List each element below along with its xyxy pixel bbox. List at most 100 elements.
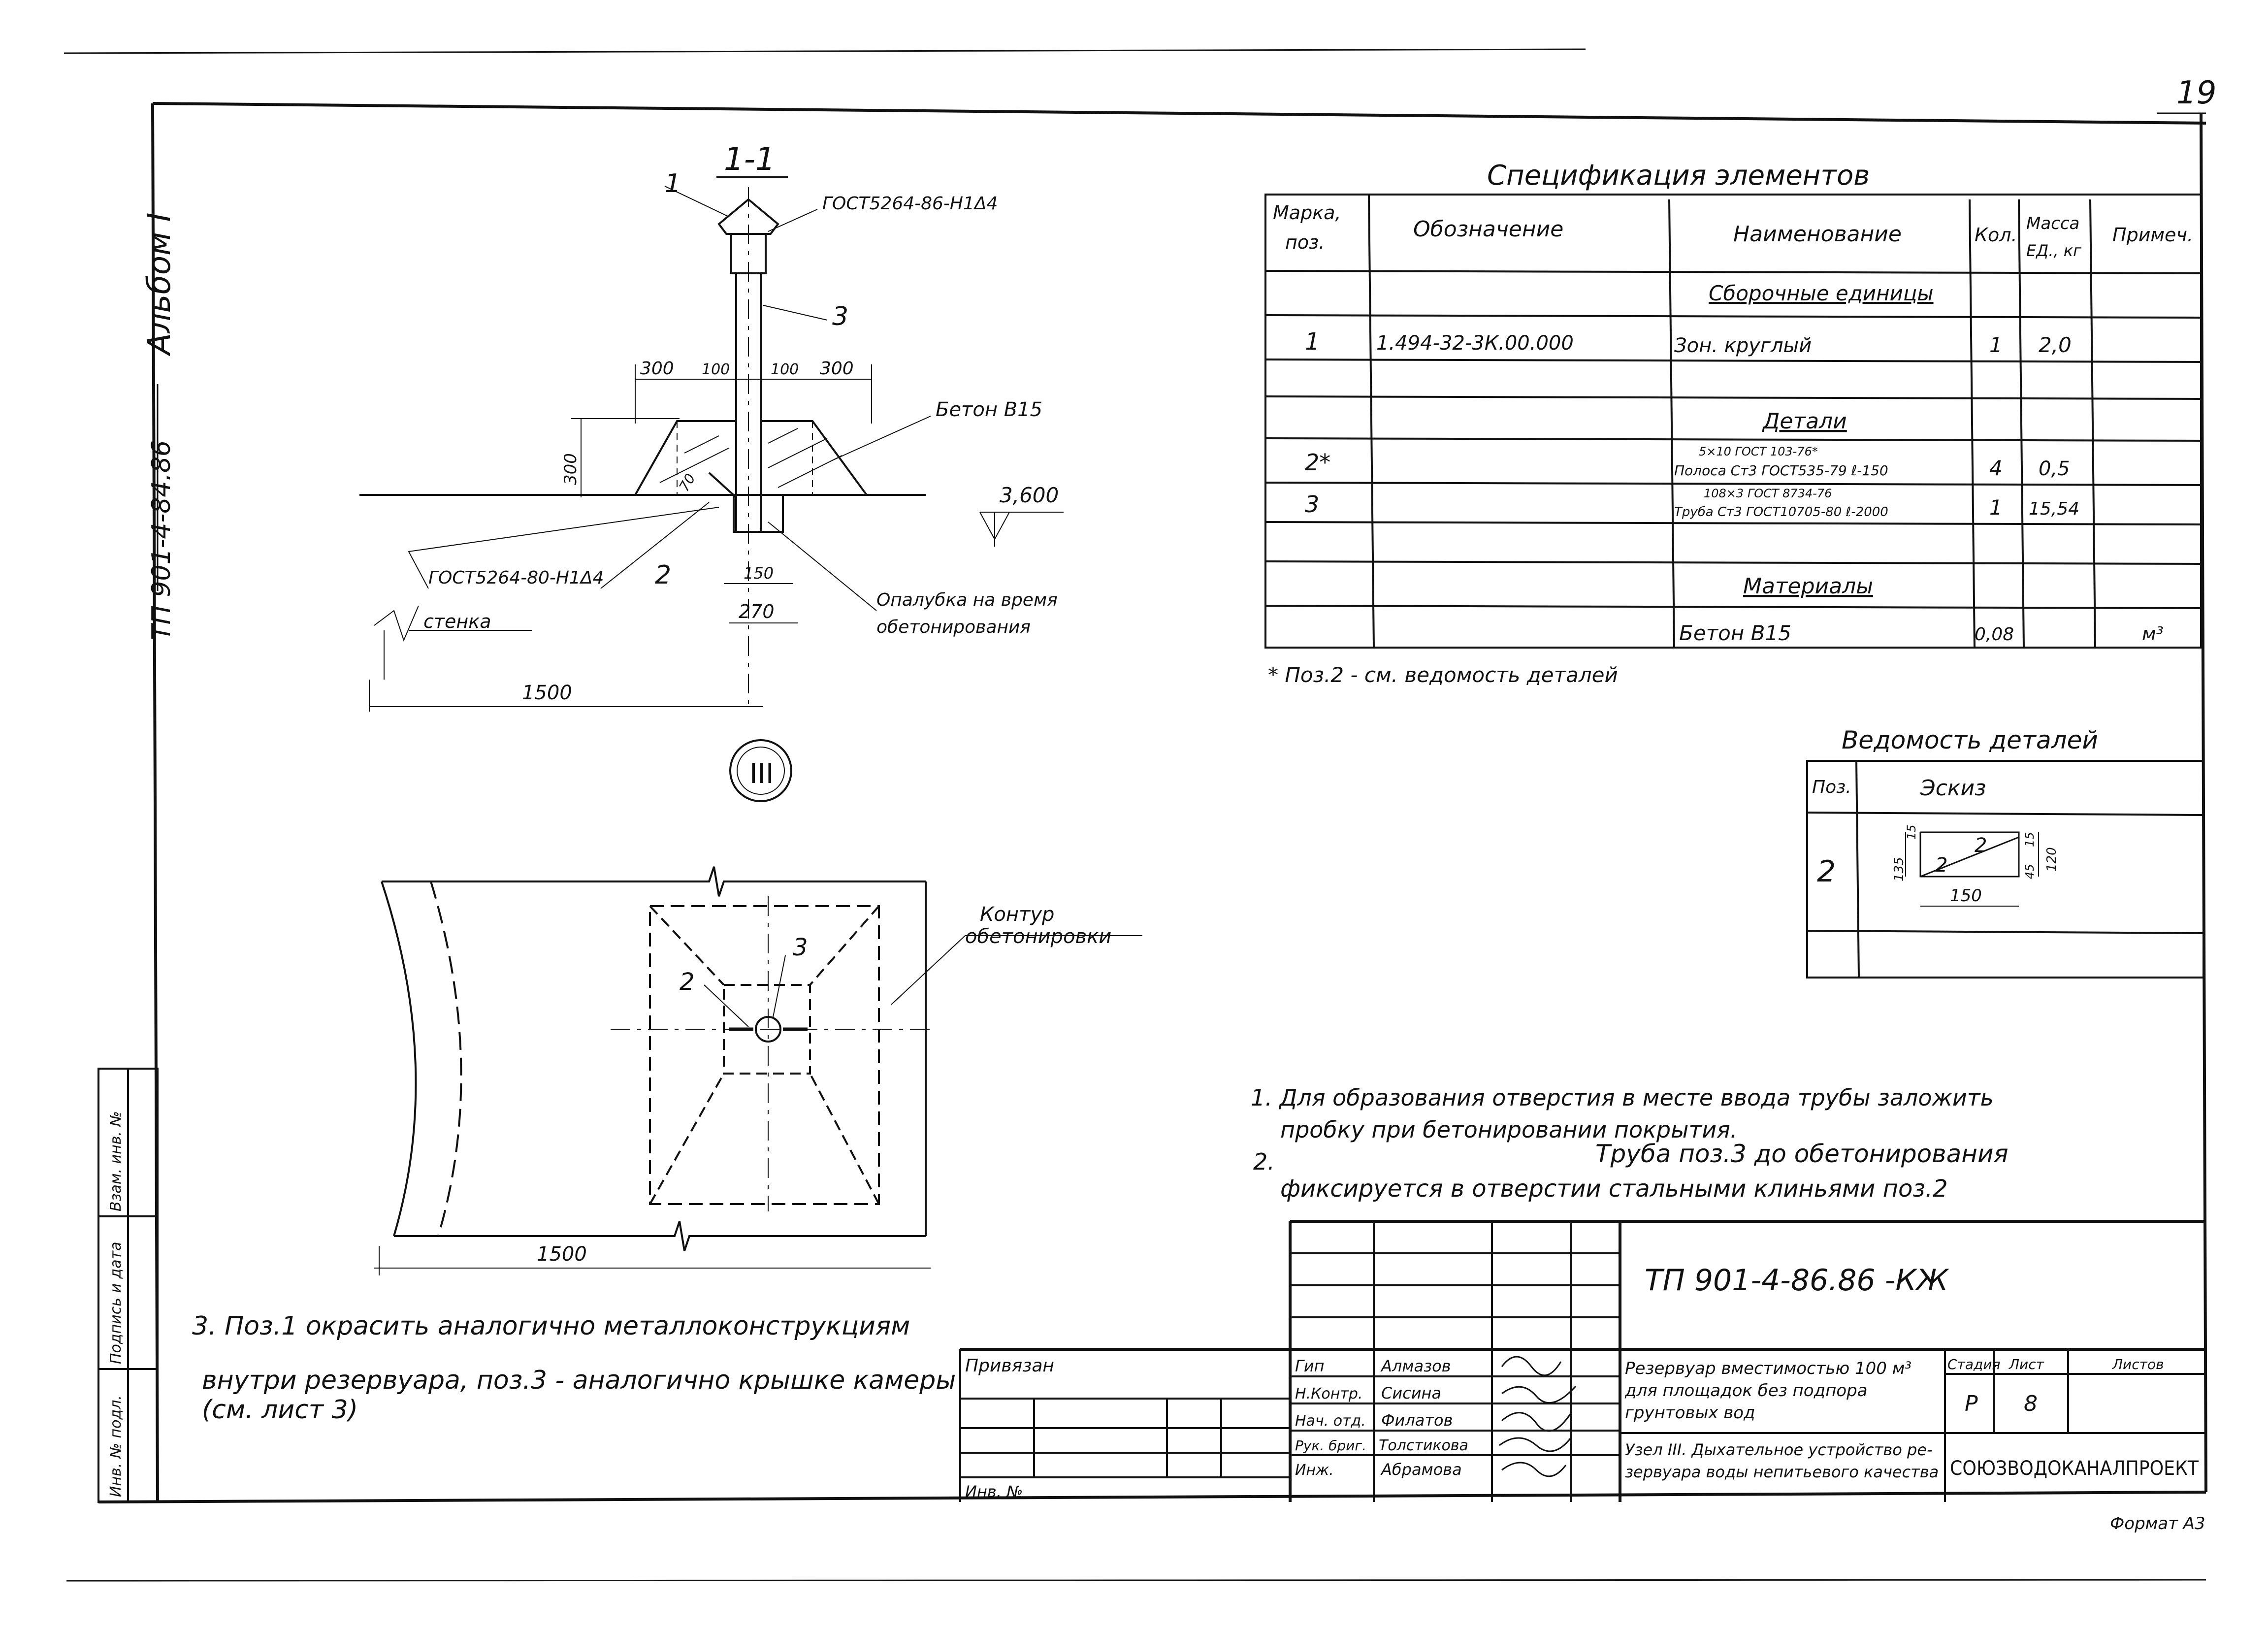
side-stamp — [97, 1068, 159, 1503]
tb-name-0: Алмазов — [1380, 1357, 1451, 1375]
tb-org: СОЮЗВОДОКАНАЛПРОЕКТ — [1950, 1457, 2199, 1480]
formwork-line1: Опалубка на время — [876, 590, 1058, 610]
tb-inv: Инв. № — [965, 1482, 1023, 1501]
spec-r2-name-top: 5×10 ГОСТ 103-76* — [1699, 445, 1818, 458]
tb-title-2: для площадок без подпора — [1624, 1381, 1868, 1401]
spec-r1-mark: 1 — [1305, 328, 1320, 356]
plan-callout-3: 3 — [793, 934, 808, 961]
plan-drawing — [374, 866, 1142, 1275]
tb-role-3: Рук. бриг. — [1295, 1437, 1366, 1454]
tb-format: Формат А3 — [2110, 1514, 2205, 1533]
spec-h-mass2: ЕД., кг — [2026, 241, 2081, 260]
details-table — [1806, 760, 2204, 979]
spec-footnote: * Поз.2 - см. ведомость деталей — [1268, 663, 1618, 687]
tb-role-1: Н.Контр. — [1295, 1385, 1362, 1403]
details-h-sketch: Эскиз — [1920, 776, 1986, 801]
tb-title-3: грунтовых вод — [1625, 1403, 1755, 1423]
spec-r2-mass: 0,5 — [2039, 457, 2070, 480]
spec-r3-name-bottom: Труба Ст3 ГОСТ10705-80 ℓ-2000 — [1674, 505, 1888, 520]
spec-table — [1264, 194, 2202, 649]
tb-name-3: Толстикова — [1379, 1437, 1468, 1454]
tb-name-1: Сисина — [1381, 1384, 1441, 1403]
note-2a: Труба поз.3 до обетонирования — [1595, 1140, 2009, 1168]
sketch-label-g: 15 — [2023, 832, 2037, 847]
spec-h-mass: Масса — [2026, 214, 2079, 233]
spec-section-details: Детали — [1762, 409, 1847, 434]
note-2b: фиксируется в отверстии стальными клинья… — [1280, 1175, 1948, 1203]
tb-sub-1: Узел III. Дыхательное устройство ре- — [1625, 1440, 1933, 1459]
tb-code: ТП 901-4-86.86 -КЖ — [1645, 1263, 1949, 1298]
spec-section-materials: Материалы — [1743, 574, 1873, 599]
sketch-label-h: 120 — [2044, 847, 2059, 872]
tb-linked: Привязан — [965, 1356, 1054, 1376]
spec-r2-qty: 4 — [1989, 456, 2003, 480]
wall-label: стенка — [423, 611, 491, 632]
spec-title: Спецификация элементов — [1487, 160, 1870, 192]
tb-sheet-h: Лист — [2009, 1356, 2044, 1372]
tb-title-1: Резервуар вместимостью 100 м³ — [1625, 1359, 1912, 1378]
stamp-inv: Инв. № подл. — [107, 1395, 125, 1497]
dim-70: 70 — [676, 471, 698, 494]
note-3c: (см. лист 3) — [202, 1395, 358, 1425]
details-h-pos: Поз. — [1812, 777, 1851, 797]
dim-300b: 300 — [820, 359, 854, 379]
sheet-frame — [64, 48, 2207, 1582]
sketch-label-a: 2 — [1975, 834, 1987, 857]
gost-side: ГОСТ5264-80-Н1Δ4 — [428, 568, 604, 588]
tb-name-2: Филатов — [1381, 1411, 1453, 1430]
spec-r4-note: м³ — [2142, 623, 2164, 645]
formwork-line2: обетонирования — [876, 617, 1031, 637]
dim-300a: 300 — [640, 359, 674, 379]
tb-sub-2: зервуара воды непитьевого качества — [1625, 1463, 1939, 1481]
album-label: Альбом I — [141, 212, 178, 357]
sketch-label-b: 2 — [1935, 854, 1947, 877]
spec-r2-name-bottom: Полоса Ст3 ГОСТ535-79 ℓ-150 — [1674, 462, 1888, 479]
tb-name-4: Абрамова — [1380, 1460, 1462, 1479]
elevation-label: 3,600 — [1000, 483, 1059, 507]
sketch-label-f: 45 — [2023, 864, 2037, 879]
stamp-replace: Взам. инв. № — [107, 1111, 125, 1211]
title-block — [959, 1220, 2206, 1502]
spec-h-mark: Марка, — [1273, 202, 1341, 224]
dim-1500-plan: 1500 — [537, 1243, 587, 1266]
tb-stage-h: Стадия — [1947, 1356, 2000, 1372]
spec-h-designation: Обозначение — [1413, 217, 1563, 242]
spec-r3-mark: 3 — [1305, 491, 1319, 518]
sketch-label-d: 135 — [1892, 857, 1907, 881]
dim-150: 150 — [744, 564, 774, 583]
concrete-label: Бетон В15 — [936, 398, 1042, 421]
note-1b: пробку при бетонировании покрытия. — [1280, 1116, 1737, 1143]
tb-sheets-h: Листов — [2112, 1356, 2164, 1372]
spec-r4-qty: 0,08 — [1975, 624, 2014, 645]
note-1a: 1. Для образования отверстия в месте вво… — [1251, 1084, 1994, 1111]
dim-100b: 100 — [771, 361, 799, 378]
spec-r1-designation: 1.494-32-3К.00.000 — [1376, 332, 1574, 355]
spec-r3-qty: 1 — [1989, 495, 2003, 520]
node-label: III — [749, 758, 774, 790]
gost-top: ГОСТ5264-86-Н1Δ4 — [822, 194, 998, 214]
contour-line2: обетонировки — [965, 925, 1111, 948]
spec-r2-mark: 2* — [1305, 449, 1330, 476]
spec-r1-mass: 2,0 — [2039, 333, 2072, 357]
sketch-label-c: 150 — [1950, 886, 1982, 906]
side-code: ТП 901-4-84.86 — [147, 440, 176, 640]
tb-stage: Р — [1965, 1391, 1978, 1416]
note-3a: 3. Поз.1 окрасить аналогично металлоконс… — [192, 1311, 910, 1341]
spec-r3-name-top: 108×3 ГОСТ 8734-76 — [1704, 487, 1832, 500]
spec-r1-qty: 1 — [1989, 333, 2003, 357]
spec-section-assembly: Сборочные единицы — [1709, 281, 1934, 305]
tb-role-4: Инж. — [1295, 1462, 1334, 1479]
spec-h-qty: Кол. — [1975, 224, 2017, 246]
sketch-label-e: 15 — [1905, 824, 1918, 840]
spec-h-mark2: поз. — [1285, 231, 1325, 253]
details-title: Ведомость деталей — [1842, 726, 2098, 754]
tb-role-0: Гип — [1295, 1357, 1325, 1375]
callout-2: 2 — [655, 560, 671, 590]
sheet-corner-number: 19 — [2176, 75, 2216, 111]
contour-line1: Контур — [980, 903, 1054, 926]
note-2num: 2. — [1253, 1148, 1275, 1175]
tb-sheet: 8 — [2024, 1391, 2038, 1416]
stamp-sign: Подпись и дата — [107, 1242, 125, 1365]
spec-r3-mass: 15,54 — [2029, 499, 2079, 519]
callout-3: 3 — [832, 302, 848, 331]
